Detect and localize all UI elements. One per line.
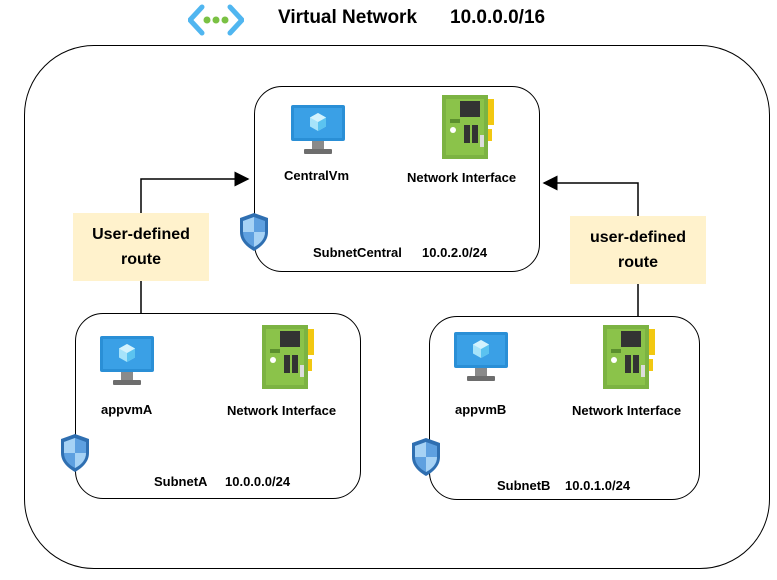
- virtual-machine-icon: [453, 331, 509, 383]
- shield-icon: [238, 212, 270, 252]
- central-nic-label: Network Interface: [407, 170, 517, 185]
- route-note-left: User-defined route: [73, 213, 209, 281]
- virtual-network-boundary: [24, 45, 770, 569]
- central-vm-label: CentralVm: [284, 168, 350, 183]
- network-interface-icon: [442, 95, 498, 159]
- virtual-network-cidr: 10.0.0.0/16: [450, 7, 546, 28]
- appvm-b-label: appvmB: [455, 402, 507, 417]
- network-interface-icon: [603, 325, 659, 389]
- subnet-b-cidr: 10.0.1.0/24: [565, 478, 631, 493]
- subnet-central-name: SubnetCentral: [313, 245, 402, 260]
- route-note-right-line1: user-defined: [589, 229, 686, 246]
- subnet-central-cidr: 10.0.2.0/24: [422, 245, 488, 260]
- route-note-left-line2: route: [121, 251, 161, 268]
- route-note-right: user-defined route: [570, 216, 706, 284]
- subnet-a-name: SubnetA: [154, 474, 208, 489]
- subnet-a-nic-label: Network Interface: [227, 403, 337, 418]
- virtual-network-icon: [187, 4, 245, 36]
- network-interface-icon: [262, 325, 318, 389]
- shield-icon: [59, 433, 91, 473]
- appvm-a-label: appvmA: [101, 402, 153, 417]
- virtual-machine-icon: [99, 335, 155, 387]
- subnet-b-name: SubnetB: [497, 478, 551, 493]
- virtual-machine-icon: [290, 104, 346, 156]
- virtual-network-title: Virtual Network: [278, 7, 418, 28]
- route-note-right-line2: route: [618, 254, 658, 271]
- subnet-b-nic-label: Network Interface: [572, 403, 682, 418]
- subnet-a-cidr: 10.0.0.0/24: [225, 474, 291, 489]
- route-note-left-line1: User-defined: [92, 226, 190, 243]
- shield-icon: [410, 437, 442, 477]
